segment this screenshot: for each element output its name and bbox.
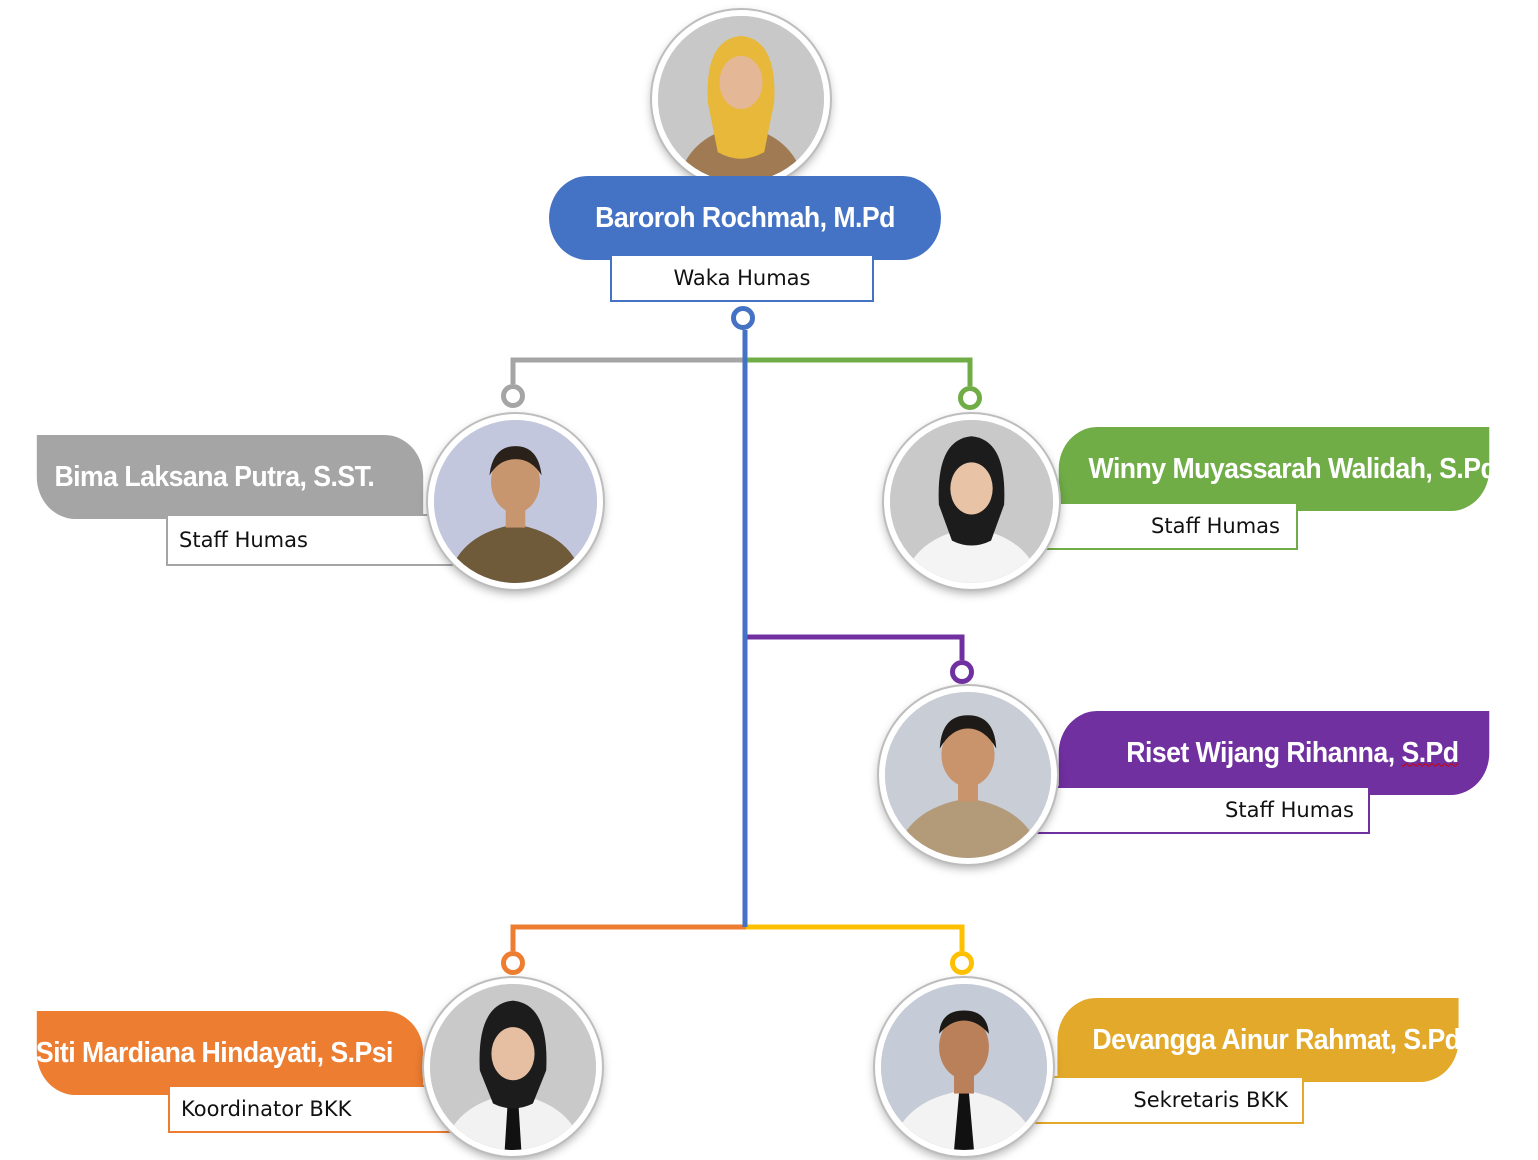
person-portrait-icon xyxy=(885,692,1051,858)
member-photo xyxy=(884,414,1059,589)
member-photo xyxy=(424,978,602,1156)
member-connector-handle xyxy=(950,660,974,684)
member-name-bar: Siti Mardiana Hindayati, S.Psi xyxy=(36,1011,424,1095)
connector-lines xyxy=(510,330,973,951)
member-role-box: Sekretaris BKK xyxy=(1022,1076,1304,1124)
member-photo xyxy=(428,414,603,589)
member-role-box: Staff Humas xyxy=(1038,502,1298,550)
member-connector-handle xyxy=(501,384,525,408)
member-connector-handle xyxy=(950,951,974,975)
member-name-bar: Winny Muyassarah Walidah, S.Pd xyxy=(1058,427,1497,511)
member-name-bar: Bima Laksana Putra, S.ST. xyxy=(36,435,424,519)
member-name-main: Riset Wijang Rihanna, xyxy=(1126,736,1402,769)
member-photo xyxy=(875,978,1053,1156)
member-role-box: Staff Humas xyxy=(1030,786,1370,834)
member-photo xyxy=(879,686,1057,864)
person-hijab-portrait-icon xyxy=(658,16,824,182)
connector-line-winny xyxy=(746,357,973,386)
member-role-box: Staff Humas xyxy=(166,514,466,566)
member-name-bar: Riset Wijang Rihanna, S.Pd xyxy=(1058,711,1490,795)
connector-line-bima xyxy=(510,357,746,384)
person-hijab-portrait-icon xyxy=(890,420,1053,583)
member-name-suffix: S.Pd xyxy=(1401,736,1459,769)
person-portrait-icon xyxy=(881,984,1047,1150)
person-hijab-portrait-icon xyxy=(430,984,596,1150)
connector-line-siti xyxy=(510,924,746,951)
head-photo xyxy=(652,10,830,188)
member-role-box: Koordinator BKK xyxy=(168,1085,458,1133)
head-role-box: Waka Humas xyxy=(610,254,874,302)
person-portrait-icon xyxy=(434,420,597,583)
connector-line-riset xyxy=(746,634,965,660)
connector-line-devangga xyxy=(746,924,965,951)
head-connector-handle xyxy=(731,306,755,330)
member-name-bar: Devangga Ainur Rahmat, S.Pd xyxy=(1057,998,1461,1082)
member-connector-handle xyxy=(501,951,525,975)
member-connector-handle xyxy=(958,386,982,410)
head-name-bar: Baroroh Rochmah, M.Pd xyxy=(549,176,941,260)
